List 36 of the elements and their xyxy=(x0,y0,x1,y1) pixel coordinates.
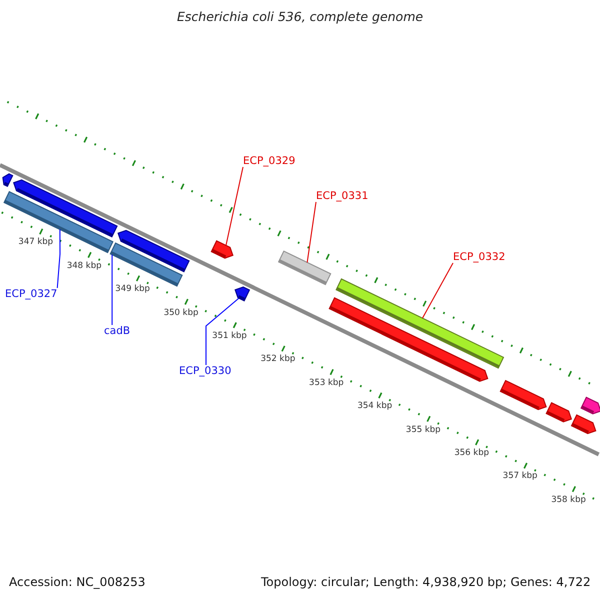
tick-label: 352 kbp xyxy=(260,353,296,366)
title: Escherichia coli 536, complete genome xyxy=(177,11,424,23)
leader-line xyxy=(206,298,240,366)
gene-block xyxy=(580,396,600,414)
gene-block xyxy=(117,230,190,272)
gene-label: ECP_0329 xyxy=(243,155,296,167)
gene-block xyxy=(546,402,572,422)
tick-label: 358 kbp xyxy=(551,494,586,506)
gene-label: ECP_0331 xyxy=(316,190,368,202)
tick-label: 348 kbp xyxy=(66,260,102,272)
leader-line xyxy=(306,202,316,263)
gene-label: cadB xyxy=(104,325,130,337)
tick-label: 349 kbp xyxy=(115,283,150,296)
tick-label: 350 kbp xyxy=(164,306,198,319)
tick-label: 351 kbp xyxy=(212,330,247,342)
genome-stats-text: Topology: circular; Length: 4,938,920 bp; Genes: 4,722 xyxy=(261,576,591,588)
gene-bar xyxy=(336,278,504,369)
gene-label: ECP_0332 xyxy=(453,251,506,263)
tick-label: 353 kbp xyxy=(309,376,344,389)
tick-label: 347 kbp xyxy=(18,236,54,248)
gene-block xyxy=(500,380,547,410)
gene-block xyxy=(210,240,234,259)
gene-label: ECP_0327 xyxy=(5,288,58,300)
gene-block xyxy=(570,414,596,434)
gene-label: ECP_0330 xyxy=(179,365,232,377)
leader-line xyxy=(226,166,244,246)
tick-label: 356 kbp xyxy=(454,447,489,460)
gene-block xyxy=(2,173,14,188)
leader-line xyxy=(56,229,60,288)
tick-label: 355 kbp xyxy=(406,424,441,436)
gene-block xyxy=(13,179,118,238)
gene-bar xyxy=(278,250,332,286)
gene-block xyxy=(234,286,250,302)
accession-text: Accession: NC_008253 xyxy=(9,576,146,588)
tick-label: 357 kbp xyxy=(502,470,538,482)
tick-label: 354 kbp xyxy=(357,400,392,412)
